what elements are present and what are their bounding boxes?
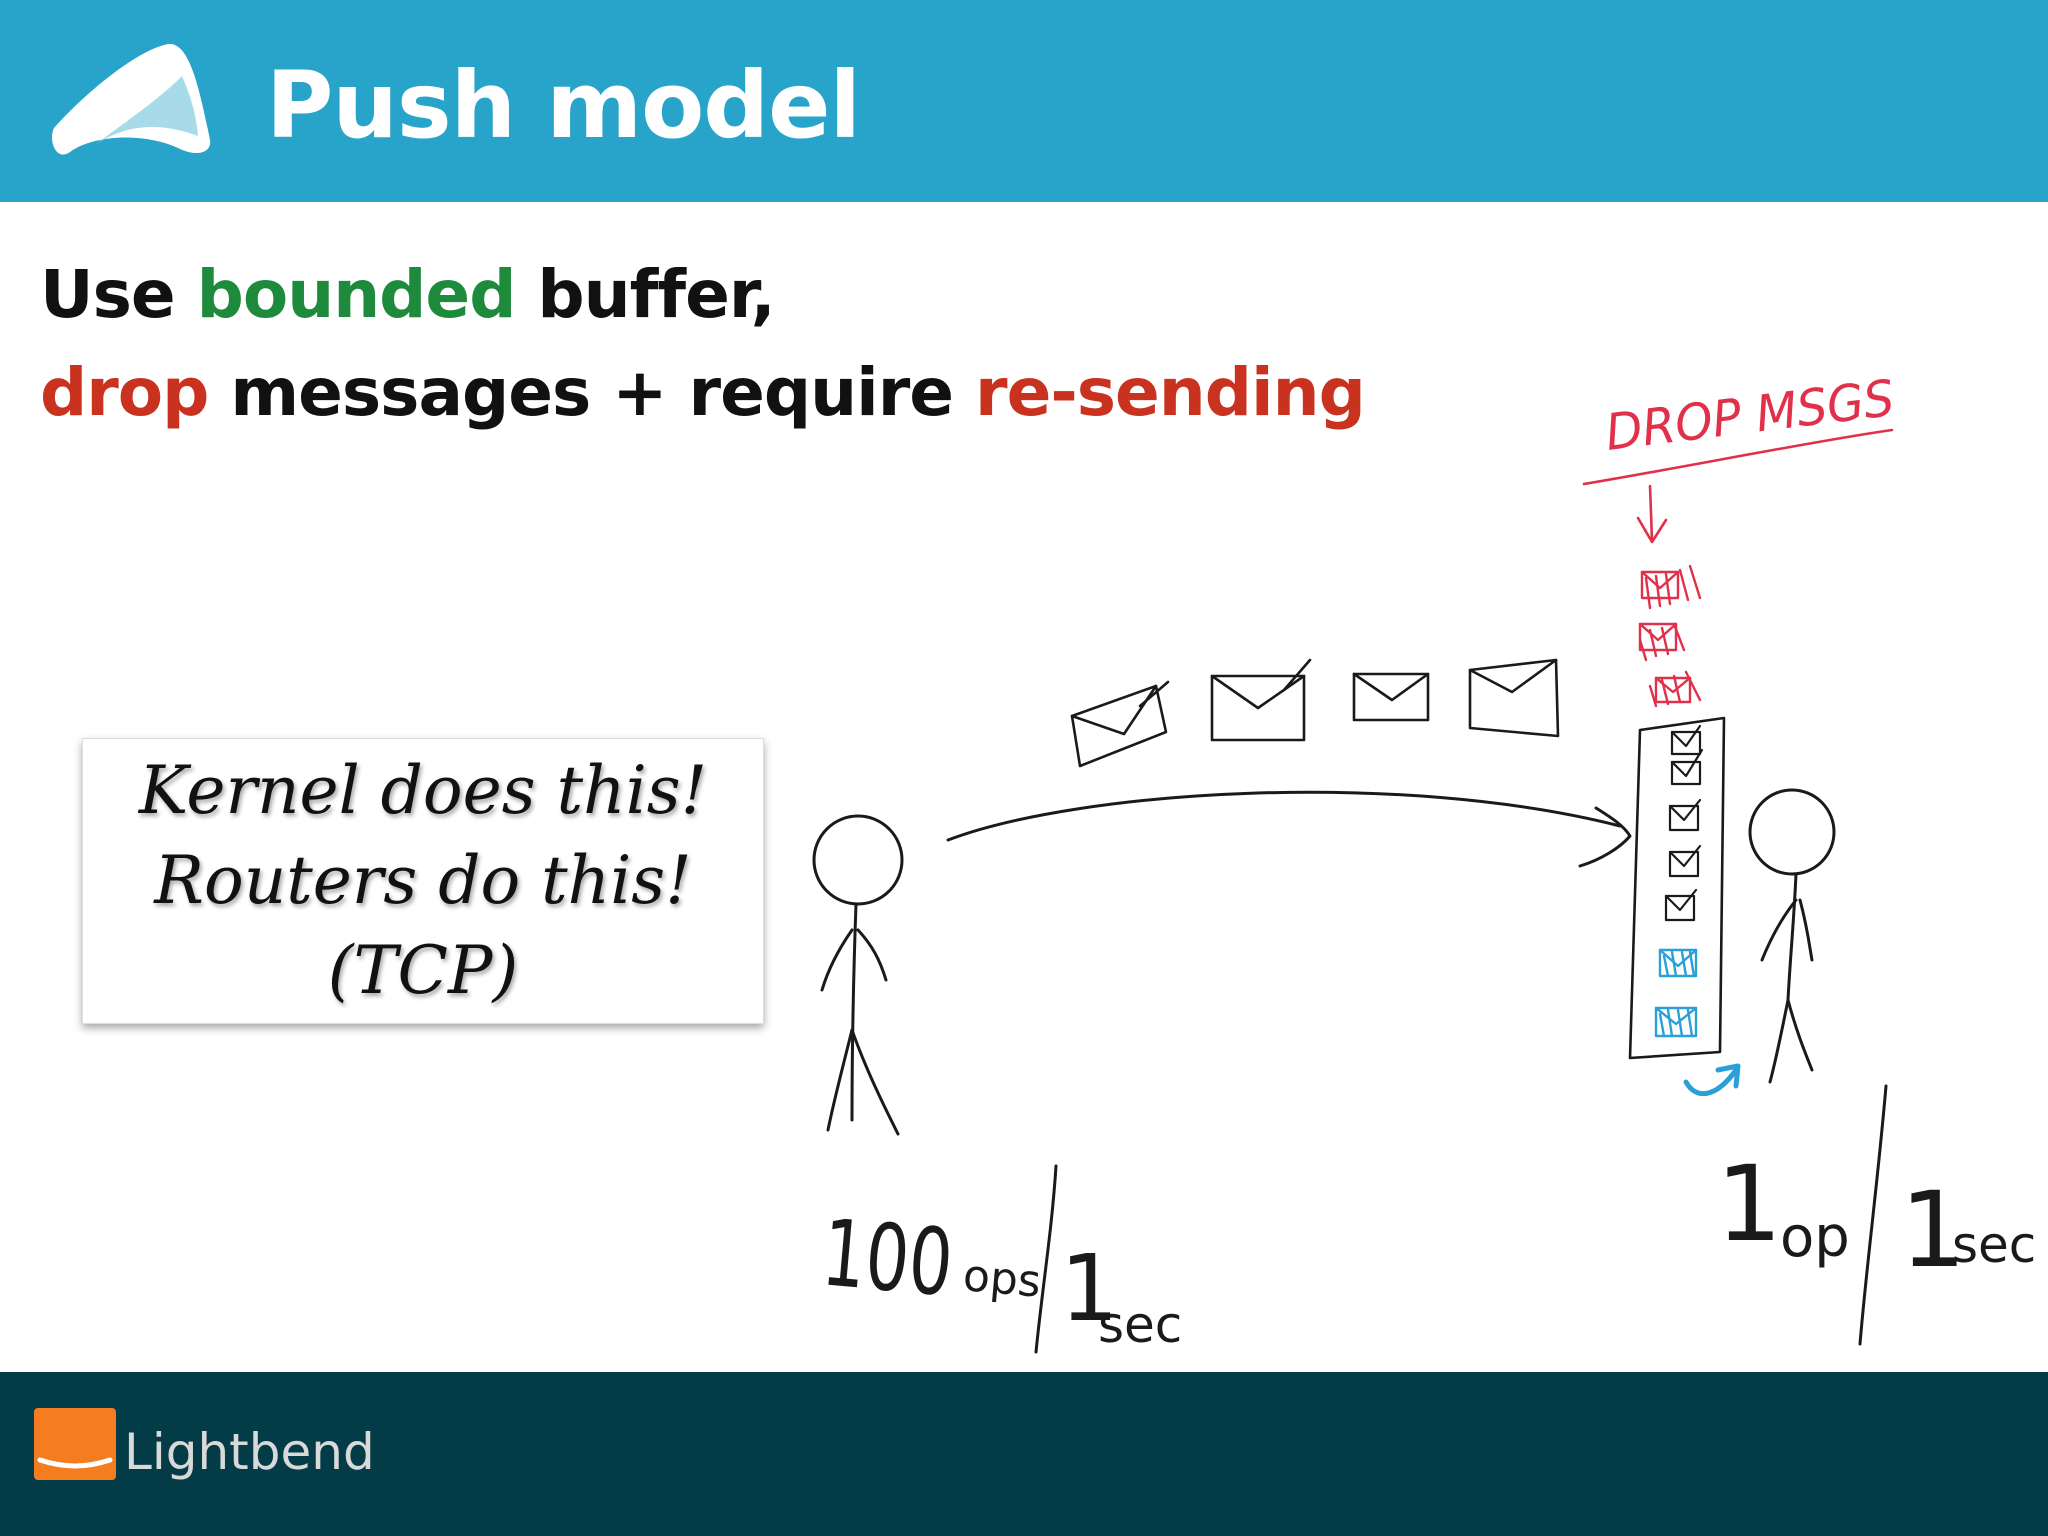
- receiver-rate-label: 1 op 1 sec: [1716, 1143, 2036, 1291]
- headline-text: Use: [40, 256, 197, 333]
- footer-bar: Lightbend: [0, 1372, 2048, 1536]
- sender-rate-slash: [1034, 1164, 1058, 1354]
- header-bar: Push model: [0, 0, 2048, 202]
- headline: Use bounded buffer, drop messages + requ…: [40, 246, 1366, 442]
- receiver-rate-count: 1: [1716, 1143, 1782, 1265]
- dropped-envelope-icon: [1638, 564, 1702, 708]
- receiver-rate-time: 1: [1900, 1169, 1966, 1291]
- receiver-rate-slash: [1858, 1084, 1888, 1346]
- sender-rate-time: 1: [1060, 1235, 1119, 1342]
- callout-line-2: Routers do this!: [154, 842, 692, 919]
- page-title: Push model: [266, 52, 861, 159]
- drop-msgs-text: DROP MSGS: [1602, 369, 1897, 462]
- output-arrow-icon: [1683, 1063, 1741, 1097]
- callout-box: Kernel does this! Routers do this! (TCP): [82, 738, 764, 1024]
- headline-highlight-bounded: bounded: [196, 256, 517, 333]
- drop-msgs-label: DROP MSGS: [1582, 369, 1897, 544]
- mountain-logo-icon: [51, 43, 211, 155]
- buffer-icon: [1628, 716, 1726, 1060]
- push-model-diagram: DROP MSGS 100 ops 1 sec 1 op 1 sec: [812, 369, 2036, 1354]
- callout-line-1: Kernel does this!: [138, 752, 708, 829]
- sender-rate-label: 100 ops 1 sec: [818, 1199, 1182, 1354]
- receiver-rate-unit: op: [1780, 1205, 1850, 1270]
- lightbend-logo-icon: [34, 1408, 116, 1480]
- headline-line-2: drop messages + require re-sending: [40, 344, 1366, 442]
- headline-text: buffer,: [515, 256, 775, 333]
- headline-highlight-drop: drop: [40, 354, 209, 431]
- headline-text: messages + require: [208, 354, 976, 431]
- brand-name: Lightbend: [124, 1423, 375, 1481]
- stick-figure-receiver: [1748, 788, 1836, 1084]
- envelope-icon: [1070, 658, 1560, 768]
- receiver-rate-time-unit: sec: [1952, 1216, 2036, 1274]
- arrow-icon: [946, 790, 1632, 868]
- stick-figure-sender: [812, 814, 904, 1136]
- callout-line-3: (TCP): [327, 932, 519, 1009]
- headline-highlight-resending: re-sending: [975, 354, 1366, 431]
- sender-rate-time-unit: sec: [1098, 1296, 1182, 1354]
- sender-rate-unit: ops: [961, 1250, 1043, 1308]
- sender-rate-count: 100: [818, 1199, 957, 1317]
- headline-line-1: Use bounded buffer,: [40, 246, 1365, 344]
